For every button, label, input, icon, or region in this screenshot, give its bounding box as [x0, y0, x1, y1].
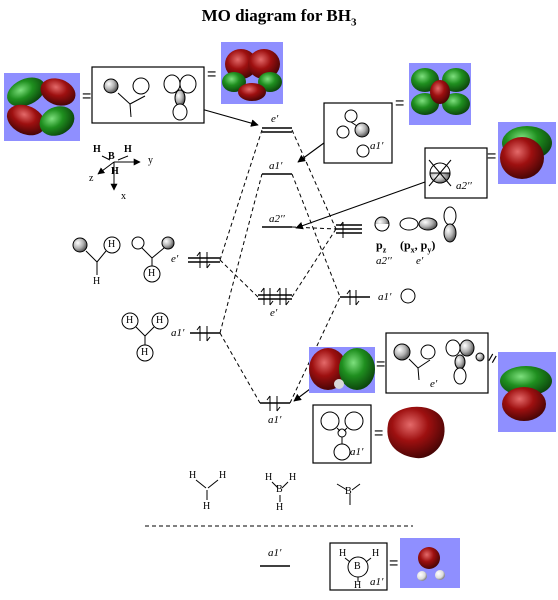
axis-label-b: B — [108, 151, 115, 162]
box-a1-bonding-label: a1′ — [350, 446, 364, 458]
equals-1: = — [82, 88, 92, 105]
box-e-bonding-sketch — [393, 339, 485, 385]
label-core-level: a1′ — [268, 547, 282, 559]
skeleton-b1: B — [276, 484, 283, 495]
box-a1-bonding-sketch — [320, 411, 364, 461]
equals-2: = — [207, 66, 217, 83]
box-a2pp-label: a2′′ — [456, 180, 472, 192]
right-label-pz: pz — [376, 238, 387, 255]
left-frag-h5: H — [156, 315, 164, 326]
correlation-lines — [145, 129, 413, 527]
left-frag-h3: H — [148, 268, 156, 279]
orbital-image-a2pp — [498, 122, 556, 184]
skeleton-h4: H — [265, 472, 273, 483]
axis-label-x: x — [121, 191, 126, 202]
skeleton-h1: H — [189, 470, 197, 481]
left-label-a1-prime: a1′ — [171, 327, 185, 339]
box-a2pp-sketch — [428, 159, 452, 187]
mo-levels — [188, 127, 370, 567]
core-h3: H — [354, 580, 362, 591]
skeleton-b2: B — [345, 486, 352, 497]
orbital-image-core — [400, 538, 460, 588]
orbital-image-top-left — [4, 73, 80, 141]
left-label-e-prime: e′ — [171, 253, 179, 265]
left-frag-h4: H — [126, 315, 134, 326]
box-top-left-sketch — [103, 74, 197, 121]
box-a1-top-sketch — [336, 109, 370, 158]
equals-4: = — [487, 148, 497, 165]
label-a1-prime-antibonding: a1′ — [269, 160, 283, 172]
orbital-image-e-bonding-left — [309, 347, 375, 393]
electron-arrows — [196, 221, 360, 412]
left-frag-h1: H — [108, 239, 116, 250]
equals-7: = — [374, 425, 384, 442]
skeleton-h2: H — [219, 470, 227, 481]
left-frag-h2: H — [93, 276, 101, 287]
box-core-label: a1′ — [370, 576, 384, 588]
skeleton-h6: H — [276, 502, 284, 513]
bottom-skeletons — [195, 479, 361, 505]
box-a1-top-label: a1′ — [370, 140, 384, 152]
orbital-boxes — [91, 66, 489, 591]
orbital-image-a1-bonding — [387, 406, 445, 459]
label-e-prime-antibonding: e′ — [271, 113, 279, 125]
core-b: B — [354, 561, 361, 572]
right-label-e-prime: e′ — [416, 255, 424, 267]
box-e-bonding-label: e′ — [430, 378, 438, 390]
core-h1: H — [339, 548, 347, 559]
right-label-a1-prime: a1′ — [378, 291, 392, 303]
skeleton-h3: H — [203, 501, 211, 512]
orbital-image-e-bonding-right — [498, 352, 556, 432]
left-frag-h6: H — [141, 347, 149, 358]
right-label-pxpy: (px, py) — [400, 238, 436, 255]
box-core-sketch — [344, 556, 372, 582]
right-fragment-sketches — [374, 206, 457, 304]
equals-5: = — [376, 356, 386, 373]
orbital-image-top-right — [409, 63, 471, 125]
core-h2: H — [372, 548, 380, 559]
label-a2pp-nonbonding: a2′′ — [269, 213, 285, 225]
skeleton-h5: H — [289, 472, 297, 483]
left-fragment-sketches — [72, 236, 175, 362]
equals-8: = — [389, 555, 399, 572]
axis-label-y: y — [148, 155, 153, 166]
label-e-prime-bonding: e′ — [270, 307, 278, 319]
label-a1-prime-bonding: a1′ — [268, 414, 282, 426]
coordinate-axes — [97, 155, 141, 191]
axis-label-h1: H — [93, 144, 101, 155]
diagram-title: MO diagram for BH3 — [201, 6, 357, 29]
equals-3: = — [395, 95, 405, 112]
orbital-image-top-center — [221, 42, 283, 104]
right-label-a2pp: a2′′ — [376, 255, 392, 267]
axis-label-z: z — [89, 173, 94, 184]
axis-label-h3: H — [111, 166, 119, 177]
axis-label-h2: H — [124, 144, 132, 155]
